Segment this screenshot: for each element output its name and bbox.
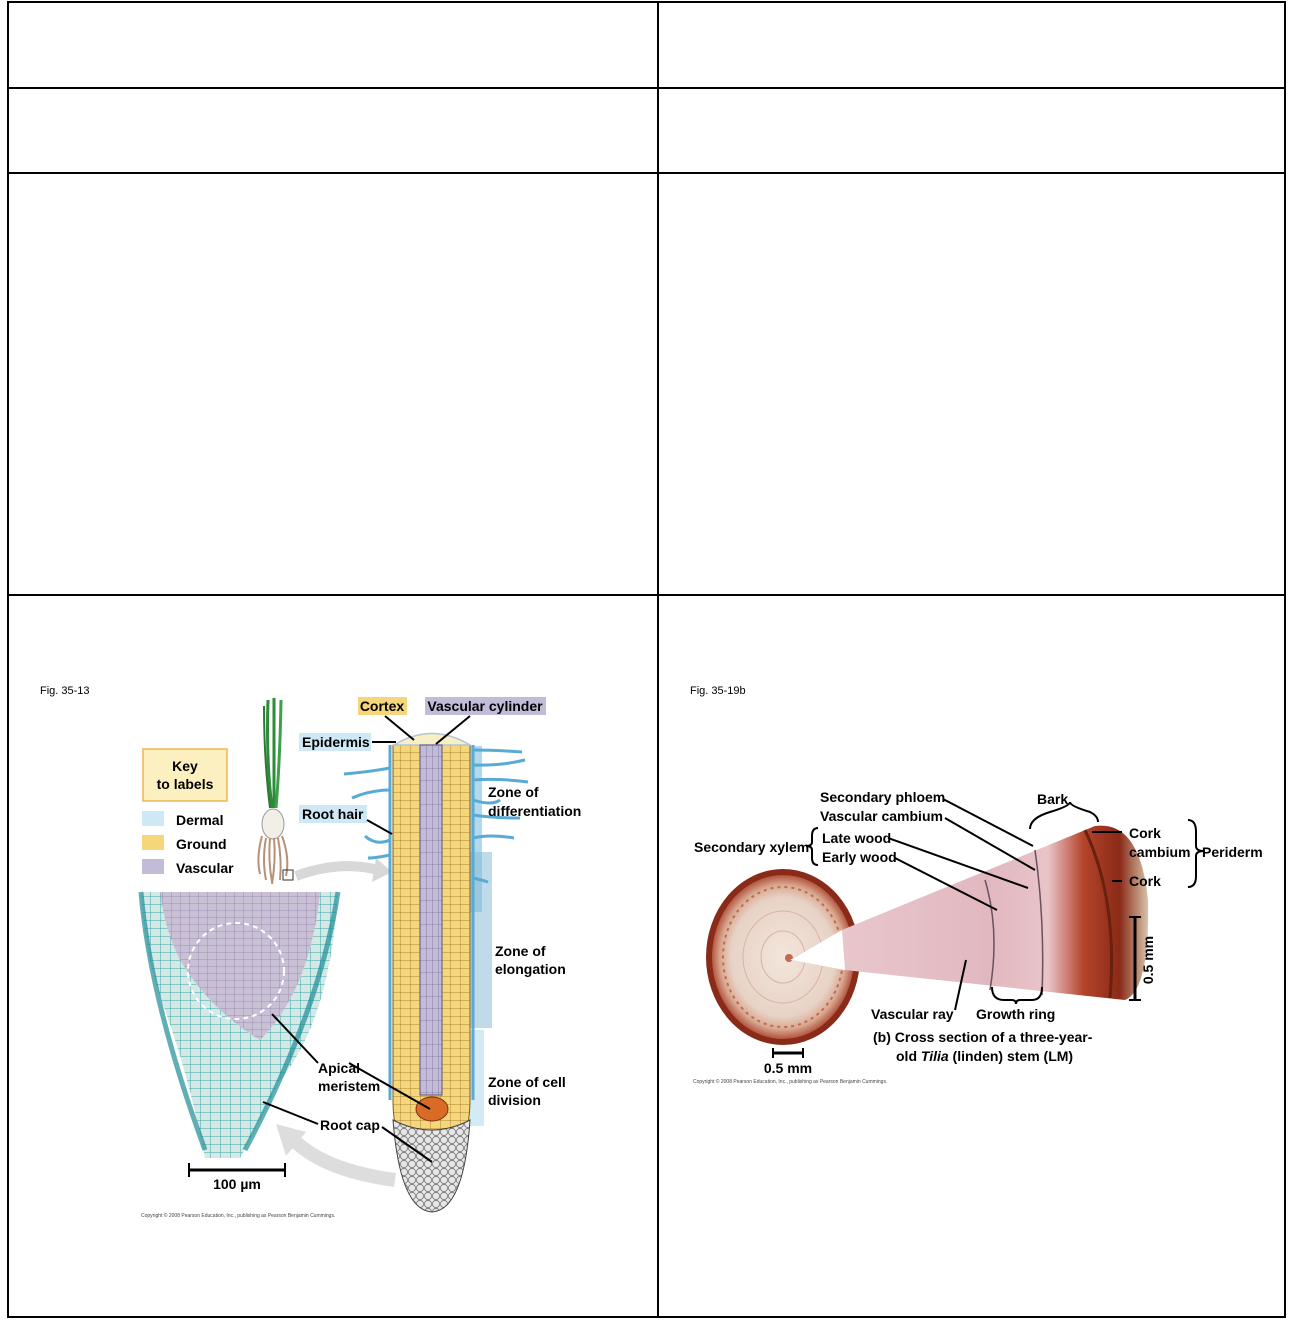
scale-label-100um: 100 µm [213,1176,261,1192]
left-copyright: Copyright © 2008 Pearson Education, Inc.… [141,1213,335,1219]
left-figure-caption: Fig. 35-13 [40,685,90,697]
key-title-2: to labels [157,776,214,792]
table-column-divider [657,1,659,1318]
zoom-arrow [296,866,378,876]
table-row-divider [7,172,1286,174]
zone-elongation-1: Zone of [495,943,546,959]
right-copyright: Copyright © 2008 Pearson Education, Inc.… [693,1079,887,1085]
bark-label: Bark [1037,791,1068,807]
secondary-phloem-label: Secondary phloem [820,789,945,805]
key-title-1: Key [172,758,198,774]
epidermis-label: Epidermis [302,734,370,750]
late-wood-label: Late wood [822,830,891,846]
onion-plant-icon [258,698,293,884]
key-ground-label: Ground [176,836,227,852]
secondary-xylem-label: Secondary xylem [694,839,809,855]
apical-meristem-1: Apical [318,1060,360,1076]
figure-caption-line-2: old Tilia (linden) stem (LM) [896,1048,1073,1064]
scale-label-right: 0.5 mm [1140,936,1156,984]
root-hair-label: Root hair [302,806,364,822]
zone-cell-division-1: Zone of cell [488,1074,566,1090]
cortex-label: Cortex [360,698,405,714]
apical-meristem-2: meristem [318,1078,380,1094]
scale-label-left: 0.5 mm [764,1060,812,1076]
return-arrow [290,1136,395,1180]
vascular-swatch [142,859,164,874]
key-box [143,749,227,801]
growth-ring-label: Growth ring [976,1006,1055,1022]
vascular-cambium-label: Vascular cambium [820,808,943,824]
vascular-ray-label: Vascular ray [871,1006,954,1022]
root-tip-figure: Key to labels Dermal Ground Vascular [100,690,600,1220]
table-row-divider [7,594,1286,596]
key-dermal-label: Dermal [176,812,223,828]
early-wood-label: Early wood [822,849,897,865]
root-tip-micrograph [141,892,338,1158]
table-row-divider [7,87,1286,89]
zone-cell-division-2: division [488,1092,541,1108]
tilia-stem-figure: 0.5 mm 0.5 mm Secondary phloem Vascular … [690,780,1270,1080]
cork-label: Cork [1129,873,1161,889]
zone-differentiation-1: Zone of [488,784,539,800]
key-vascular-label: Vascular [176,860,234,876]
figure-caption-line-1: (b) Cross section of a three-year- [873,1029,1093,1045]
zone-differentiation-2: differentiation [488,803,581,819]
dermal-swatch [142,811,164,826]
root-cap-label: Root cap [320,1117,380,1133]
right-figure-caption: Fig. 35-19b [690,685,746,697]
cork-cambium-label-2: cambium [1129,844,1190,860]
periderm-label: Periderm [1202,844,1263,860]
ground-swatch [142,835,164,850]
cork-cambium-label-1: Cork [1129,825,1161,841]
zone-elongation-2: elongation [495,961,566,977]
vascular-cylinder-label: Vascular cylinder [427,698,543,714]
